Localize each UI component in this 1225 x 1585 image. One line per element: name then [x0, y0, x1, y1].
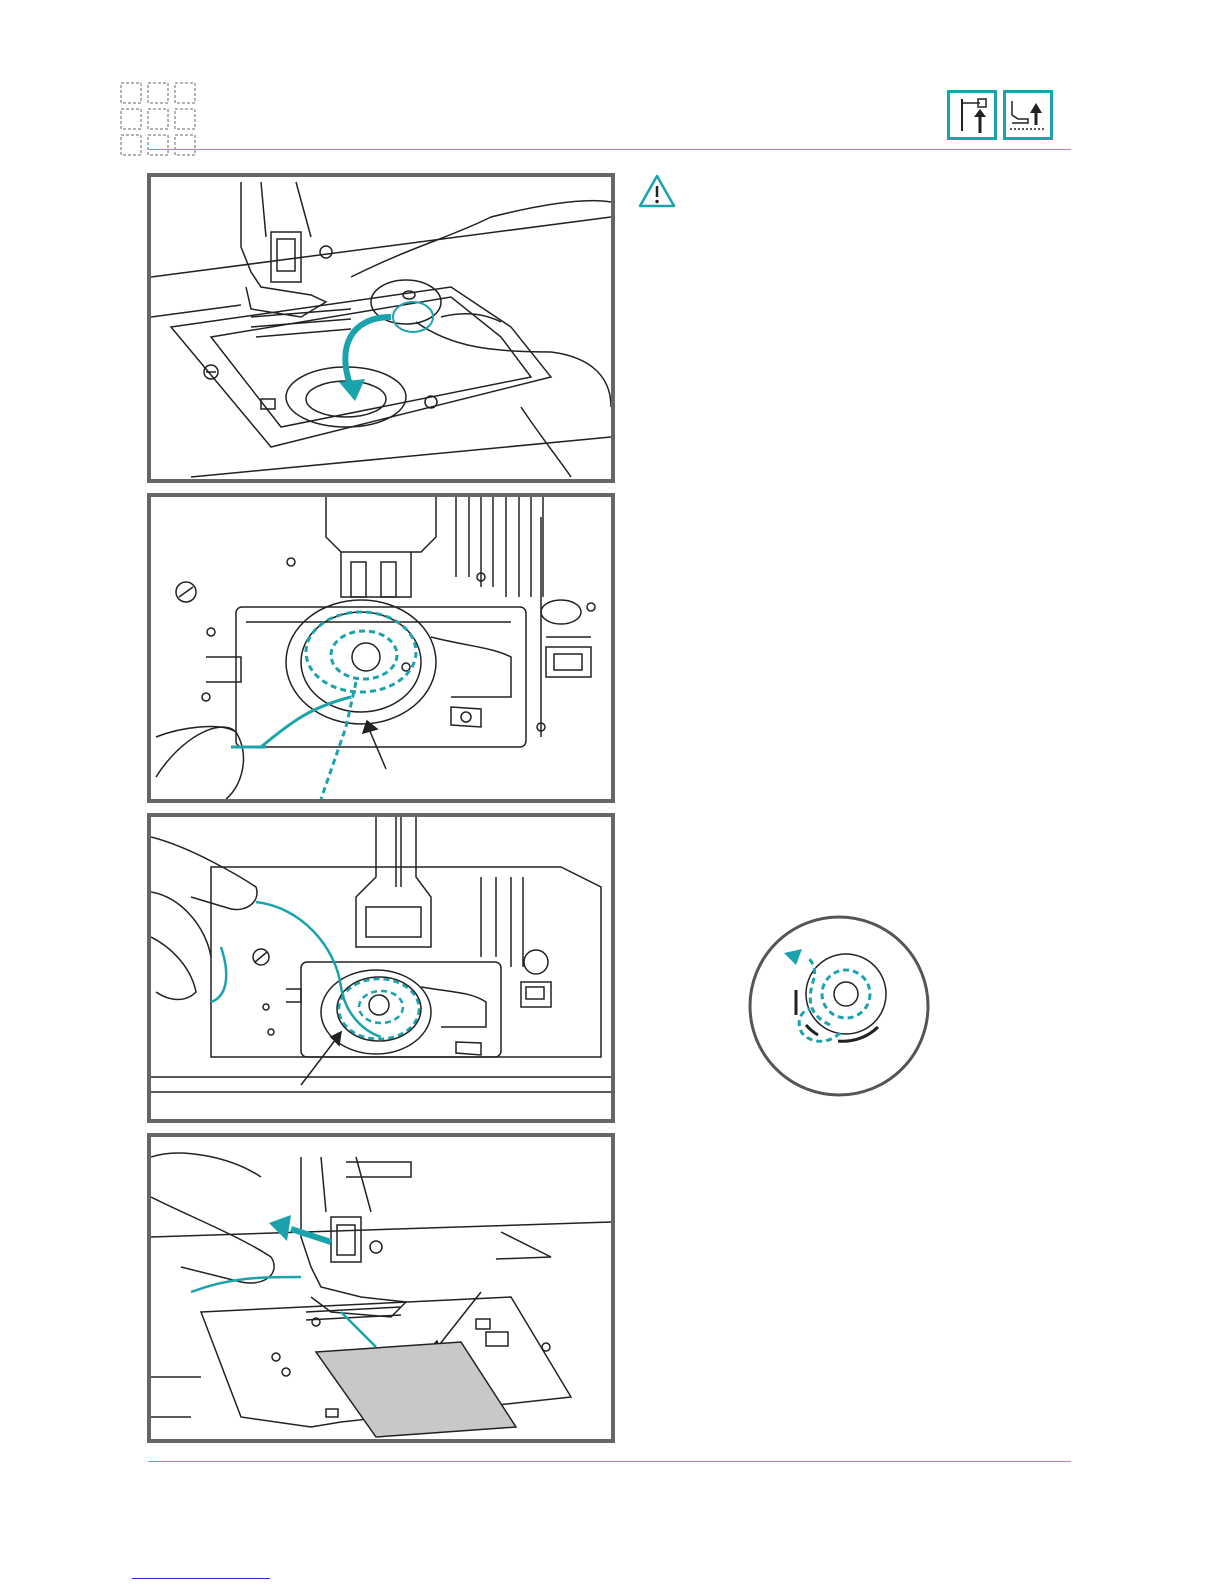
- grid-logo-icon: [118, 80, 200, 160]
- close-cover-plate-illustration: [147, 1133, 615, 1443]
- footer-rule: [148, 1461, 1071, 1462]
- insert-bobbin-illustration: [147, 173, 615, 483]
- guide-thread-illustration: [147, 813, 615, 1123]
- presser-foot-up-icon: [1003, 90, 1053, 140]
- bobbin-rotation-detail: [748, 915, 930, 1097]
- thread-bobbin-case-illustration: [147, 493, 615, 803]
- needle-up-icon: [947, 90, 997, 140]
- warning-triangle-icon: [637, 173, 677, 209]
- footer-link-underline[interactable]: [132, 1578, 270, 1579]
- header-rule: [148, 149, 1071, 150]
